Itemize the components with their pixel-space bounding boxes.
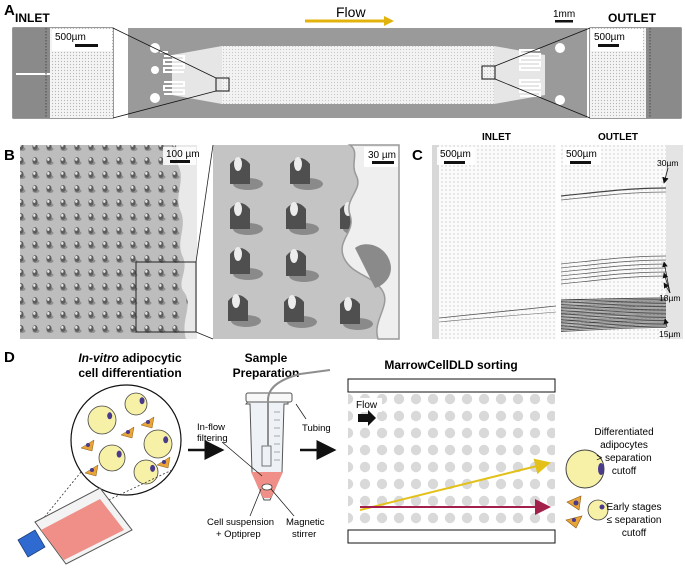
chip-scale-bar bbox=[555, 20, 573, 23]
inlet-inset: 500µm bbox=[12, 27, 114, 119]
c-inlet-title: INLET bbox=[482, 132, 511, 143]
label-tubing: Tubing bbox=[302, 423, 331, 434]
inlet-title: INLET bbox=[15, 11, 50, 25]
outlet-zoom-box bbox=[481, 65, 496, 80]
culture-flask bbox=[17, 487, 133, 565]
sem-left-scale-label: 100 µm bbox=[166, 149, 200, 160]
dld-flow-label: Flow bbox=[356, 400, 378, 411]
label-inflow-2: filtering bbox=[197, 433, 228, 444]
c-annotation-30um: 30µm bbox=[657, 158, 678, 168]
culture-well bbox=[70, 384, 182, 496]
adipocyte-cell bbox=[565, 449, 605, 489]
panel-c: C INLET OUTLET 500µm 500µm 30µm 18µm 15µ… bbox=[412, 132, 683, 339]
label-early-1: Early stages bbox=[606, 502, 661, 513]
flow-label-a: Flow bbox=[336, 4, 366, 20]
c-outlet-scale-bar bbox=[570, 161, 591, 164]
inlet-scale-bar bbox=[75, 44, 98, 47]
step2-title-line2: Preparation bbox=[233, 366, 300, 380]
inlet-scale-label: 500µm bbox=[55, 32, 86, 43]
step2-title-line1: Sample bbox=[245, 351, 288, 365]
label-early-3: cutoff bbox=[622, 528, 646, 539]
inlet-zoom-box bbox=[215, 77, 230, 92]
c-outlet-title: OUTLET bbox=[598, 132, 638, 143]
panel-a-letter: A bbox=[4, 2, 15, 19]
sem-left-scale-bar bbox=[170, 160, 190, 163]
c-outlet-image bbox=[560, 145, 683, 339]
sem-zoom-box bbox=[135, 261, 197, 333]
c-annotation-18um: 18µm bbox=[659, 293, 680, 303]
step3-title: MarrowCellDLD sorting bbox=[384, 358, 517, 372]
sem-left-image bbox=[20, 145, 197, 339]
label-early-2: ≤ separation bbox=[607, 515, 662, 526]
chip-scale-label: 1mm bbox=[553, 9, 575, 20]
step1-title-line1: In-vitro adipocytic bbox=[78, 351, 182, 365]
dld-array: Flow bbox=[347, 378, 556, 544]
label-diff-4: cutoff bbox=[612, 466, 636, 477]
c-inlet-scale-bar bbox=[444, 161, 465, 164]
panel-a: A 500µm INLET bbox=[4, 2, 682, 119]
c-inlet-image bbox=[432, 145, 557, 339]
panel-b-letter: B bbox=[4, 147, 15, 164]
outlet-inset: 500µm bbox=[589, 27, 682, 119]
panel-c-letter: C bbox=[412, 147, 423, 164]
c-annotation-15um: 15µm bbox=[659, 329, 680, 339]
sem-right-image bbox=[213, 144, 400, 340]
label-suspension-2: + Optiprep bbox=[216, 529, 261, 540]
c-outlet-scale-label: 500µm bbox=[566, 149, 597, 160]
chip-body bbox=[128, 28, 587, 118]
label-diff-3: > separation bbox=[596, 453, 651, 464]
sem-right-scale-label: 30 µm bbox=[368, 150, 396, 161]
early-stage-cells bbox=[565, 495, 609, 529]
outlet-scale-bar bbox=[598, 44, 619, 47]
label-suspension-1: Cell suspension bbox=[207, 517, 274, 528]
sem-right-scale-bar bbox=[372, 161, 394, 164]
tubing bbox=[267, 369, 331, 446]
outlet-title: OUTLET bbox=[608, 11, 657, 25]
outlet-scale-label: 500µm bbox=[594, 32, 625, 43]
flow-arrowhead-a bbox=[384, 16, 394, 26]
panel-b: B 100 µm 30 µm bbox=[4, 144, 400, 340]
label-inflow-1: In-flow bbox=[197, 422, 225, 433]
label-diff-1: Differentiated bbox=[594, 427, 653, 438]
c-inlet-scale-label: 500µm bbox=[440, 149, 471, 160]
panel-d: D In-vitro adipocytic cell differentiati… bbox=[4, 349, 662, 565]
large-cell-trajectory bbox=[359, 458, 551, 511]
falcon-tube bbox=[245, 392, 293, 501]
panel-d-letter: D bbox=[4, 349, 15, 366]
label-diff-2: adipocytes bbox=[600, 440, 648, 451]
label-stirrer-2: stirrer bbox=[292, 529, 316, 540]
label-stirrer-1: Magnetic bbox=[286, 517, 325, 528]
dld-flow-arrow bbox=[358, 410, 376, 426]
step1-title-line2: cell differentiation bbox=[78, 366, 181, 380]
